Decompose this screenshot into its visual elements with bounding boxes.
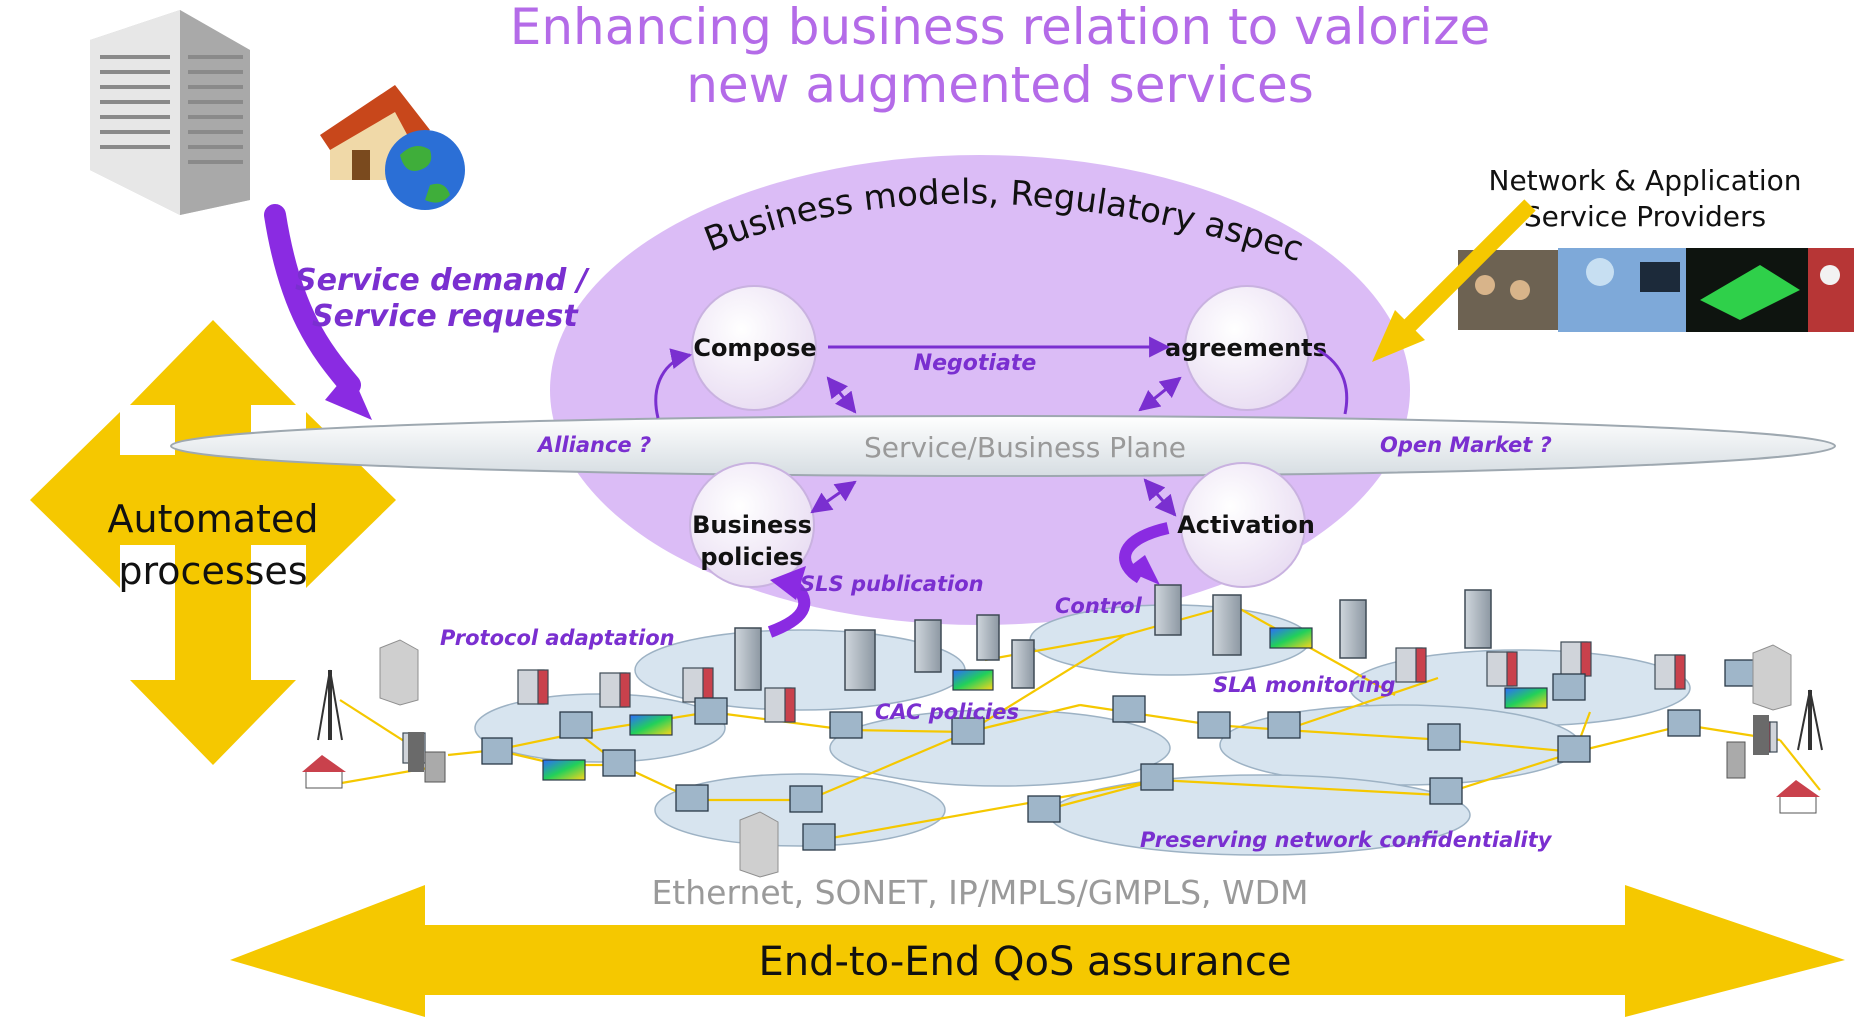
agreements-label: agreements: [1165, 334, 1327, 362]
core-switches: [481, 659, 1758, 851]
control-arrow: [1119, 522, 1170, 585]
providers-arrow: [1372, 199, 1536, 362]
providers-line-1: Network & Application: [1489, 164, 1802, 197]
business-policies-label-1: Business: [692, 511, 812, 539]
open-market-label: Open Market ?: [1380, 433, 1552, 457]
edge-routers: [402, 641, 1778, 764]
house-globe-icon: [320, 85, 465, 210]
optical-devices: [542, 627, 1548, 781]
agreements-plane-arrow: [1138, 376, 1182, 412]
automated-line-2: processes: [118, 549, 307, 593]
service-demand-line-1: Service demand /: [295, 263, 591, 298]
business-policies-label-2: policies: [700, 543, 803, 571]
activation-plane-arrow: [1143, 478, 1177, 517]
compose-plane-arrow: [826, 376, 857, 414]
automated-line-1: Automated: [108, 497, 319, 541]
sls-publication-label: SLS publication: [800, 572, 984, 596]
network-racks: [734, 584, 1492, 691]
activation-label: Activation: [1177, 511, 1315, 539]
activation-circle: [1180, 462, 1306, 588]
compose-circle: [691, 285, 817, 411]
network-clouds: [474, 604, 1691, 856]
negotiate-label: Negotiate: [914, 351, 1037, 376]
confidentiality-label: Preserving network confidentiality: [1140, 828, 1553, 852]
sls-publication-arrow: [767, 566, 811, 638]
technologies-label: Ethernet, SONET, IP/MPLS/GMPLS, WDM: [651, 873, 1308, 912]
protocol-adaptation-label: Protocol adaptation: [440, 626, 675, 650]
provider-photos: [1458, 248, 1854, 332]
business-policies-circle: [689, 462, 815, 588]
title-line-1: Enhancing business relation to valorize: [510, 0, 1491, 56]
plane-label: Service/Business Plane: [864, 431, 1186, 464]
sla-monitoring-label: SLA monitoring: [1213, 673, 1396, 697]
qos-label: End-to-End QoS assurance: [758, 939, 1291, 985]
agreements-circle: [1184, 285, 1310, 411]
alliance-label: Alliance ?: [536, 433, 651, 457]
policies-plane-arrow: [810, 480, 857, 514]
automated-processes-arrow: [30, 320, 396, 765]
title-line-2: new augmented services: [686, 56, 1314, 114]
control-label: Control: [1055, 594, 1143, 618]
providers-line-2: Service Providers: [1524, 200, 1766, 233]
office-building-icon: [90, 10, 250, 215]
cac-policies-label: CAC policies: [875, 700, 1019, 724]
service-business-plane: [170, 415, 1836, 477]
alliance-arrow: [654, 348, 693, 419]
open-market-arc: [1317, 348, 1349, 415]
remote-sites: [302, 639, 1823, 878]
qos-arrow: [230, 885, 1845, 1017]
service-demand-line-2: Service request: [312, 299, 579, 334]
service-demand-arrow: [264, 204, 372, 420]
compose-label: Compose: [693, 334, 816, 362]
connector-arrows: [654, 336, 1349, 517]
